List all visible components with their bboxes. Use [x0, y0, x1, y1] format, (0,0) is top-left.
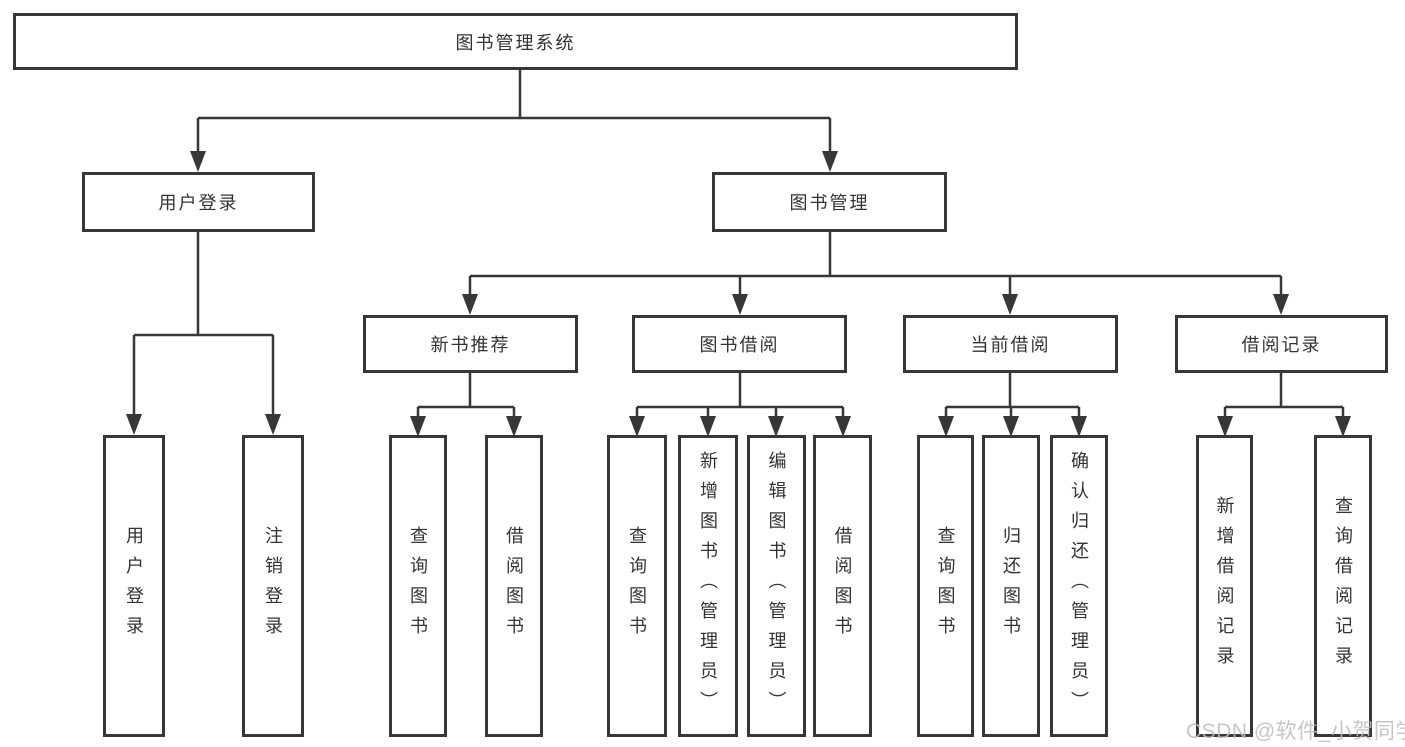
leaf-nb-query-books: 查询图书	[389, 435, 447, 737]
leaf-bb-edit-books-admin: 编辑图书（管理员）	[747, 435, 806, 737]
leaf-br-add-record: 新增借阅记录	[1196, 435, 1253, 737]
leaf-br-query-record-label: 查询借阅记录	[1333, 496, 1353, 676]
leaf-cb-confirm-return-admin-label: 确认归还（管理员）	[1069, 451, 1089, 721]
node-current-borrow-label: 当前借阅	[970, 335, 1051, 355]
leaf-cb-return-books: 归还图书	[982, 435, 1040, 737]
node-user-login-label: 用户登录	[158, 193, 239, 213]
leaf-nb-borrow-books-label: 借阅图书	[504, 526, 524, 646]
leaf-logout-label: 注销登录	[263, 526, 283, 646]
node-current-borrow: 当前借阅	[903, 315, 1118, 373]
leaf-user-login-label: 用户登录	[124, 526, 144, 646]
leaf-cb-query-books-label: 查询图书	[935, 526, 956, 646]
node-book-management-label: 图书管理	[789, 193, 870, 213]
leaf-br-add-record-label: 新增借阅记录	[1214, 496, 1235, 676]
node-user-login: 用户登录	[82, 172, 315, 232]
leaf-bb-query-books-label: 查询图书	[627, 526, 647, 646]
node-borrow-records-label: 借阅记录	[1241, 335, 1322, 355]
leaf-nb-query-books-label: 查询图书	[408, 526, 428, 646]
leaf-bb-borrow-books-label: 借阅图书	[832, 526, 853, 646]
leaf-bb-edit-books-admin-label: 编辑图书（管理员）	[766, 451, 787, 721]
node-borrow-records: 借阅记录	[1175, 315, 1388, 373]
leaf-br-query-record: 查询借阅记录	[1314, 435, 1372, 737]
node-book-management: 图书管理	[712, 172, 947, 232]
leaf-bb-add-books-admin-label: 新增图书（管理员）	[698, 451, 718, 721]
leaf-bb-borrow-books: 借阅图书	[813, 435, 872, 737]
node-root-label: 图书管理系统	[455, 32, 576, 53]
leaf-cb-query-books: 查询图书	[917, 435, 974, 737]
node-root: 图书管理系统	[13, 13, 1018, 70]
node-new-book-recommend: 新书推荐	[363, 315, 578, 373]
leaf-cb-confirm-return-admin: 确认归还（管理员）	[1050, 435, 1108, 737]
leaf-user-login: 用户登录	[103, 435, 165, 737]
csdn-watermark: CSDN @软件_小贺同学	[1186, 720, 1405, 743]
leaf-bb-query-books: 查询图书	[607, 435, 667, 737]
node-new-book-recommend-label: 新书推荐	[430, 335, 511, 355]
leaf-cb-return-books-label: 归还图书	[1001, 526, 1021, 646]
leaf-nb-borrow-books: 借阅图书	[485, 435, 543, 737]
leaf-bb-add-books-admin: 新增图书（管理员）	[678, 435, 738, 737]
node-book-borrow: 图书借阅	[632, 315, 847, 373]
leaf-logout: 注销登录	[242, 435, 304, 737]
node-book-borrow-label: 图书借阅	[699, 335, 780, 355]
